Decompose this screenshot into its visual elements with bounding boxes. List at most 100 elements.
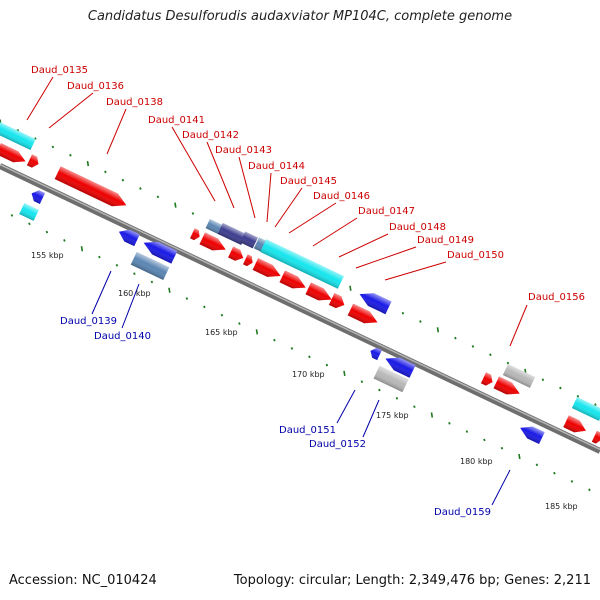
gene-daud-0151[interactable] [368, 346, 382, 361]
scale-label: 155 kbp [31, 251, 64, 260]
leader-line [355, 246, 417, 269]
gene-feature[interactable] [382, 352, 416, 378]
gene-label-daud-0149[interactable]: Daud_0149 [417, 235, 474, 246]
leader-line [312, 217, 358, 247]
leader-line [26, 76, 54, 121]
tick-mark [594, 403, 597, 406]
gene-daud-0147[interactable] [279, 270, 308, 294]
gene-feature[interactable] [29, 188, 45, 204]
tick-mark [45, 230, 49, 234]
gene-label-daud-0156[interactable]: Daud_0156 [528, 292, 585, 303]
gene-feature[interactable] [130, 251, 170, 281]
tick-mark [191, 212, 195, 215]
tick-mark [349, 285, 352, 291]
tick-mark [454, 336, 457, 340]
gene-daud-0143[interactable] [228, 246, 246, 264]
leader-line [509, 304, 528, 347]
gene-label-daud-0139[interactable]: Daud_0139 [60, 316, 117, 327]
tick-mark [156, 195, 160, 199]
gene-daud-0148[interactable] [305, 282, 334, 306]
tick-mark [413, 405, 416, 408]
gene-features [0, 121, 600, 445]
leader-line [48, 92, 94, 129]
tick-mark [401, 311, 405, 315]
gene-label-daud-0136[interactable]: Daud_0136 [67, 81, 124, 92]
gene-feature[interactable] [591, 430, 600, 445]
tick-mark [10, 214, 14, 217]
tick-mark [343, 370, 346, 377]
scale-label: 175 kbp [376, 411, 409, 420]
gene-daud-0140[interactable] [141, 236, 178, 264]
gene-label-daud-0152[interactable]: Daud_0152 [309, 439, 366, 450]
gene-label-daud-0141[interactable]: Daud_0141 [148, 115, 205, 126]
genome-summary-text: Topology: circular; Length: 2,349,476 bp… [233, 573, 591, 588]
leader-line [384, 261, 447, 281]
gene-feature[interactable] [571, 397, 600, 421]
gene-label-daud-0148[interactable]: Daud_0148 [389, 222, 446, 233]
gene-daud-0144[interactable] [243, 254, 255, 267]
gene-label-daud-0140[interactable]: Daud_0140 [94, 331, 151, 342]
leader-line [171, 126, 216, 202]
tick-mark [115, 264, 119, 267]
tick-mark [133, 272, 136, 275]
tick-mark [448, 421, 451, 425]
gene-label-daud-0151[interactable]: Daud_0151 [279, 425, 336, 436]
gene-label-daud-0145[interactable]: Daud_0145 [280, 176, 337, 187]
gene-daud-0156[interactable] [502, 364, 536, 388]
tick-mark [80, 246, 84, 252]
gene-feature[interactable] [240, 231, 258, 249]
gene-daud-0136[interactable] [0, 143, 28, 167]
gene-daud-0135[interactable] [0, 121, 36, 151]
leader-line [238, 156, 256, 219]
tick-mark [150, 280, 154, 284]
tick-mark [588, 488, 591, 492]
gene-label-daud-0146[interactable]: Daud_0146 [313, 191, 370, 202]
gene-feature[interactable] [563, 415, 588, 436]
gene-daud-0146[interactable] [260, 239, 344, 289]
gene-daud-0139[interactable] [116, 226, 140, 247]
scale-label: 160 kbp [118, 289, 151, 298]
tick-mark [430, 412, 434, 418]
gene-feature[interactable] [357, 288, 392, 315]
gene-feature[interactable] [19, 203, 39, 221]
tick-mark [419, 320, 422, 323]
tick-mark [576, 394, 580, 398]
gene-label-daud-0150[interactable]: Daud_0150 [447, 250, 504, 261]
gene-daud-0152[interactable] [373, 365, 409, 393]
leader-line [206, 141, 235, 209]
tick-mark [378, 388, 381, 392]
gene-label-daud-0142[interactable]: Daud_0142 [182, 130, 239, 141]
gene-daud-0145[interactable] [252, 258, 284, 282]
gene-label-daud-0135[interactable]: Daud_0135 [31, 65, 88, 76]
gene-label-daud-0159[interactable]: Daud_0159 [434, 507, 491, 518]
gene-daud-0141[interactable] [190, 228, 202, 241]
tick-mark [174, 202, 177, 208]
leader-line [338, 233, 389, 258]
tick-mark [535, 463, 539, 467]
leader-line [91, 270, 112, 315]
tick-mark [518, 453, 521, 460]
gene-feature[interactable] [217, 223, 247, 245]
tick-mark [489, 353, 492, 357]
leader-line [274, 187, 303, 228]
gene-daud-0142[interactable] [199, 232, 228, 256]
gene-label-daud-0147[interactable]: Daud_0147 [358, 206, 415, 217]
gene-daud-0150[interactable] [347, 303, 381, 329]
tick-mark [559, 386, 562, 390]
leader-line [491, 469, 511, 506]
gene-label-daud-0144[interactable]: Daud_0144 [248, 161, 305, 172]
gene-daud-0149[interactable] [328, 293, 347, 311]
gene-feature[interactable] [480, 372, 495, 387]
tick-mark [395, 397, 399, 400]
gene-label-daud-0138[interactable]: Daud_0138 [106, 97, 163, 108]
gene-daud-0138[interactable] [54, 166, 130, 211]
tick-mark [63, 239, 66, 242]
gene-daud-0159[interactable] [517, 422, 545, 445]
tick-mark [570, 480, 574, 483]
gene-feature[interactable] [26, 154, 41, 169]
tick-mark [308, 355, 311, 359]
gene-feature[interactable] [493, 376, 522, 400]
gene-label-daud-0143[interactable]: Daud_0143 [215, 145, 272, 156]
tick-mark [325, 363, 329, 367]
